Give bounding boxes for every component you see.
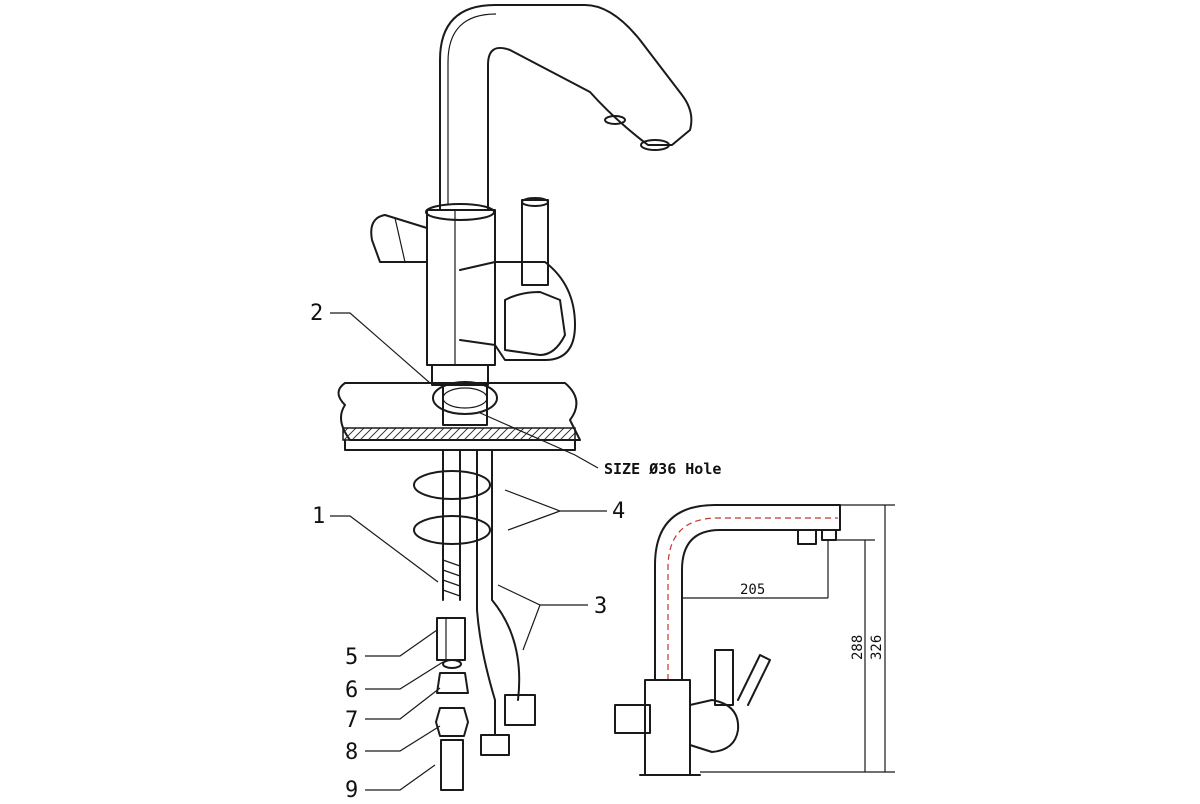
supply-hoses xyxy=(413,449,536,756)
leader-lines xyxy=(330,312,607,791)
part-label-4: 4 xyxy=(612,499,625,524)
part-label-2: 2 xyxy=(310,301,323,326)
part-label-1: 1 xyxy=(312,504,325,529)
faucet-body xyxy=(370,197,576,426)
hole-size-note: SIZE Ø36 Hole xyxy=(604,460,721,478)
dimension-288: 288 xyxy=(850,635,866,660)
faucet-spout xyxy=(439,4,693,211)
part-label-5: 5 xyxy=(345,645,358,670)
dimension-205: 205 xyxy=(740,582,765,598)
fitting-parts xyxy=(435,617,469,791)
part-label-7: 7 xyxy=(345,708,358,733)
part-label-8: 8 xyxy=(345,740,358,765)
side-view-faucet xyxy=(614,504,841,776)
part-label-9: 9 xyxy=(345,778,358,800)
dimension-lines: 205 288 326 xyxy=(682,504,895,773)
part-label-3: 3 xyxy=(594,594,607,619)
part-number-labels: 2 1 4 3 5 6 7 8 9 SIZE Ø36 Hole xyxy=(310,301,721,803)
part-label-6: 6 xyxy=(345,678,358,703)
dimension-326: 326 xyxy=(869,635,885,660)
countertop xyxy=(337,382,581,451)
